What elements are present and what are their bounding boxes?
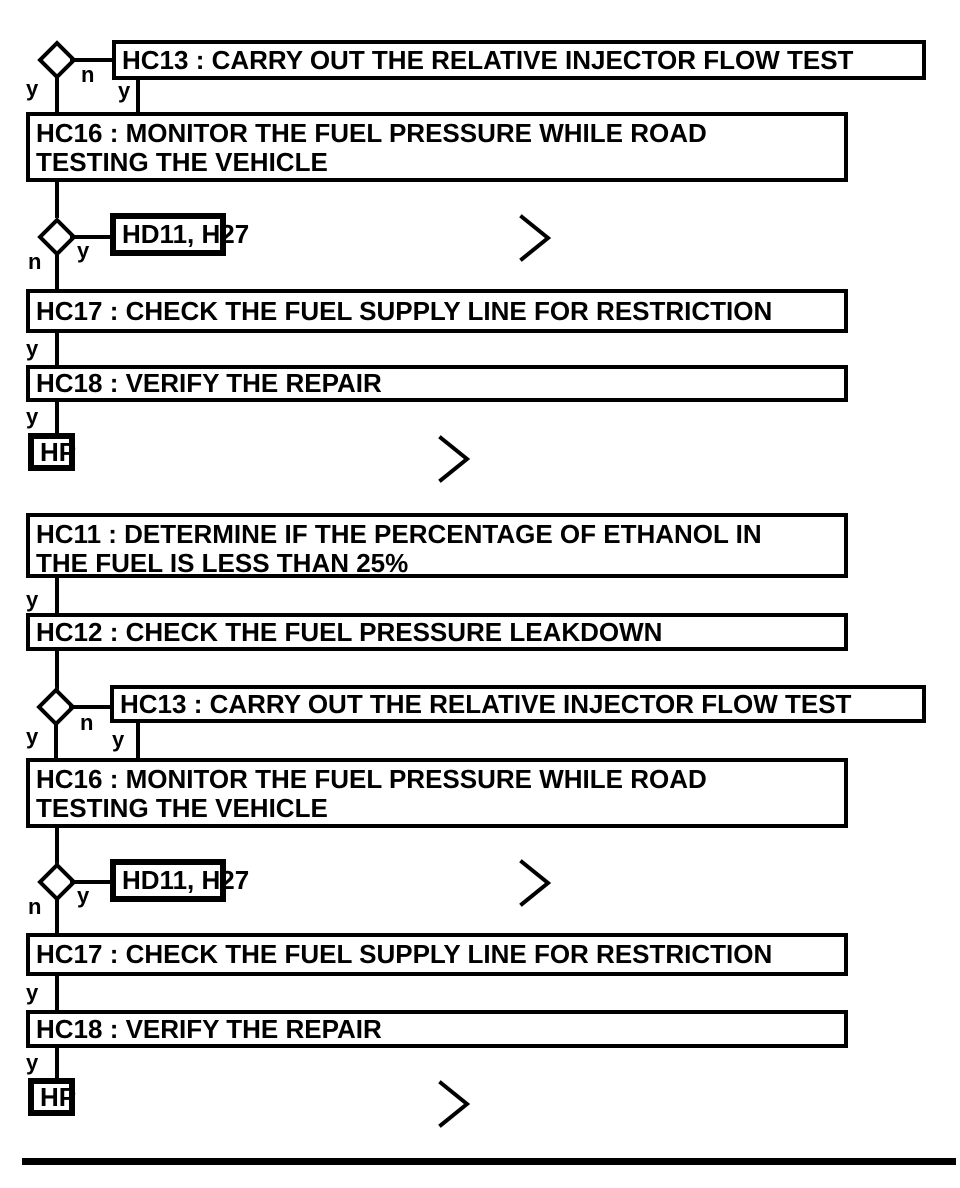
connector-line xyxy=(55,828,59,868)
step-label: HC13 : CARRY OUT THE RELATIVE INJECTOR F… xyxy=(122,44,854,75)
step-label: HC18 : VERIFY THE REPAIR xyxy=(36,1013,382,1044)
connector-line xyxy=(55,900,59,933)
step-box-hc17: HC17 : CHECK THE FUEL SUPPLY LINE FOR RE… xyxy=(26,289,848,333)
branch-label-yes: y xyxy=(77,238,90,263)
step-label-line2: TESTING THE VEHICLE xyxy=(36,147,328,177)
branch-label-yes: y xyxy=(26,1050,39,1075)
branch-label-yes: y xyxy=(26,404,39,429)
connector-line xyxy=(54,723,58,758)
reference-label: HD11, H27 xyxy=(122,219,250,249)
continuation-chevron-icon xyxy=(438,1080,471,1128)
connector-line xyxy=(55,976,59,1010)
page-divider xyxy=(22,1158,956,1165)
branch-label-no: n xyxy=(81,62,95,87)
step-box-hc17: HC17 : CHECK THE FUEL SUPPLY LINE FOR RE… xyxy=(26,933,848,976)
branch-label-yes: y xyxy=(26,587,39,612)
step-label: HC18 : VERIFY THE REPAIR xyxy=(36,368,382,398)
terminal-label: HP xyxy=(40,436,77,467)
branch-label-yes: y xyxy=(26,336,39,361)
reference-box-hd11: HD11, H27 xyxy=(110,213,249,256)
step-label-line1: HC16 : MONITOR THE FUEL PRESSURE WHILE R… xyxy=(36,118,707,148)
terminal-box-hp: HP xyxy=(28,433,77,471)
connector-line xyxy=(55,651,59,693)
continuation-chevron-icon xyxy=(519,859,552,907)
terminal-label: HP xyxy=(40,1081,77,1112)
branch-label-yes: y xyxy=(26,980,39,1005)
step-box-hc13: HC13 : CARRY OUT THE RELATIVE INJECTOR F… xyxy=(110,685,926,723)
branch-label-no: n xyxy=(28,894,42,919)
reference-box-hd11: HD11, H27 xyxy=(110,859,249,902)
continuation-chevron-icon xyxy=(519,214,552,262)
connector-line xyxy=(55,255,59,290)
branch-label-no: n xyxy=(80,710,94,735)
step-label-line2: THE FUEL IS LESS THAN 25% xyxy=(36,548,409,578)
terminal-box-hp: HP xyxy=(28,1078,77,1116)
step-box-hc16: HC16 : MONITOR THE FUEL PRESSURE WHILE R… xyxy=(26,112,848,182)
step-box-hc18: HC18 : VERIFY THE REPAIR xyxy=(26,365,848,402)
branch-label-yes: y xyxy=(26,76,39,101)
connector-line xyxy=(55,578,59,613)
branch-label-yes: y xyxy=(26,724,39,749)
step-label-line2: TESTING THE VEHICLE xyxy=(36,793,328,823)
step-label: HC17 : CHECK THE FUEL SUPPLY LINE FOR RE… xyxy=(36,295,773,326)
connector-line xyxy=(70,58,115,62)
step-label: HC17 : CHECK THE FUEL SUPPLY LINE FOR RE… xyxy=(36,939,773,969)
connector-line xyxy=(55,402,59,433)
connector-line xyxy=(55,333,59,365)
connector-line xyxy=(70,235,112,239)
step-label: HC12 : CHECK THE FUEL PRESSURE LEAKDOWN xyxy=(36,616,663,647)
connector-line xyxy=(69,705,112,709)
step-label-line1: HC16 : MONITOR THE FUEL PRESSURE WHILE R… xyxy=(36,764,707,794)
branch-label-yes: y xyxy=(112,727,125,752)
step-box-hc12: HC12 : CHECK THE FUEL PRESSURE LEAKDOWN xyxy=(26,613,848,651)
connector-line xyxy=(55,76,59,112)
continuation-chevron-icon xyxy=(438,435,471,483)
connector-line xyxy=(70,880,112,884)
step-box-hc18: HC18 : VERIFY THE REPAIR xyxy=(26,1010,848,1048)
connector-line xyxy=(136,80,140,112)
connector-line xyxy=(136,723,140,758)
reference-label: HD11, H27 xyxy=(122,865,250,895)
branch-label-yes: y xyxy=(77,883,90,908)
step-box-hc11: HC11 : DETERMINE IF THE PERCENTAGE OF ET… xyxy=(26,513,848,578)
step-box-hc13: HC13 : CARRY OUT THE RELATIVE INJECTOR F… xyxy=(112,40,926,80)
branch-label-no: n xyxy=(28,249,42,274)
connector-line xyxy=(55,1048,59,1078)
step-box-hc16: HC16 : MONITOR THE FUEL PRESSURE WHILE R… xyxy=(26,758,848,828)
connector-line xyxy=(55,182,59,218)
branch-label-yes: y xyxy=(118,78,131,103)
step-label-line1: HC11 : DETERMINE IF THE PERCENTAGE OF ET… xyxy=(36,519,762,549)
step-label: HC13 : CARRY OUT THE RELATIVE INJECTOR F… xyxy=(120,688,852,719)
